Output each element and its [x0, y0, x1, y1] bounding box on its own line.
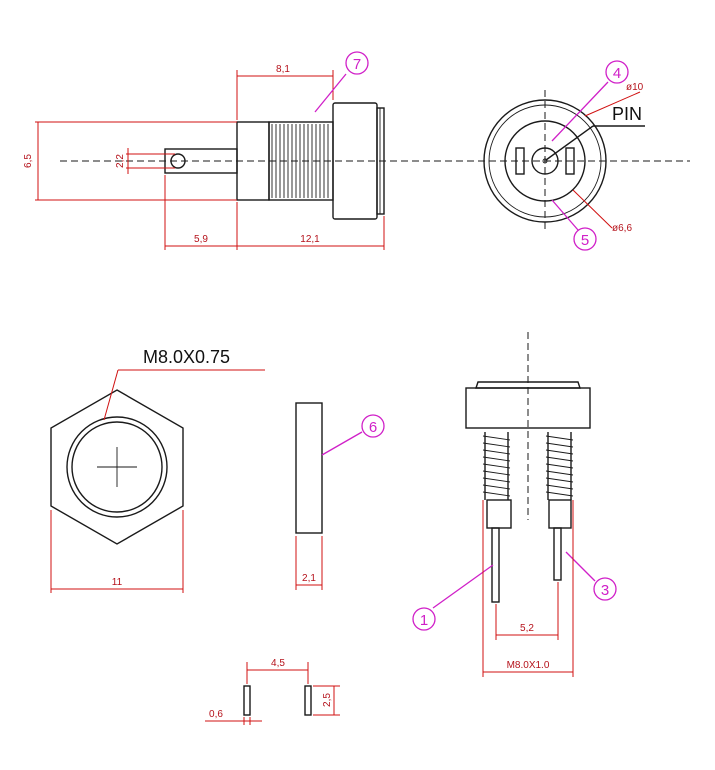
washer-view: 2,1 6 — [295, 402, 385, 590]
pin-label: PIN — [545, 104, 645, 161]
dim-phi66: ø6,6 — [572, 189, 632, 234]
front-view: PIN ø10 ø6,6 4 5 — [483, 60, 645, 251]
dim-8-1: 8,1 — [236, 64, 334, 120]
dim-4-5: 4,5 — [246, 658, 309, 684]
callout-6-text: 6 — [369, 419, 377, 436]
pin-hole — [170, 153, 186, 169]
dim-text-phi66: ø6,6 — [612, 223, 632, 234]
nut-thread-outer — [66, 416, 168, 518]
hex-nut-view: M8.0X0.75 11 — [50, 347, 265, 593]
spring-left — [482, 432, 511, 500]
threaded-body — [268, 121, 334, 201]
bottom-flange — [465, 387, 591, 429]
callout-3-text: 3 — [601, 582, 609, 599]
pin-label-text: PIN — [612, 104, 642, 124]
dim-6-5: 6,5 — [23, 121, 237, 201]
dim-2-1: 2,1 — [295, 536, 323, 590]
pin-left — [491, 527, 500, 603]
pad-left — [243, 685, 251, 716]
nut-thread-inner — [71, 421, 163, 513]
spring-right — [545, 432, 574, 500]
dim-text-4-5: 4,5 — [271, 658, 285, 669]
dim-text-5-9: 5,9 — [194, 234, 208, 245]
callout-7-text: 7 — [353, 56, 361, 73]
dim-12-1: 12,1 — [237, 216, 385, 250]
pcb-pads-view: 4,5 0,6 2,5 — [205, 658, 340, 725]
callout-3: 3 — [565, 551, 617, 601]
nut-thread-text: M8.0X0.75 — [143, 347, 230, 367]
pin-right — [553, 527, 562, 581]
bottom-view: 1 3 5,2 M8.0X1.0 — [412, 332, 617, 677]
callout-7: 7 — [314, 51, 369, 113]
dim-2-5: 2,5 — [313, 685, 340, 716]
dim-text-2-5: 2,5 — [322, 693, 333, 707]
dim-2-2: 2,2 — [115, 148, 175, 174]
nut-thread-label: M8.0X0.75 — [103, 347, 265, 421]
callout-4: 4 — [551, 60, 629, 142]
dim-11: 11 — [50, 510, 184, 593]
dim-phi10: ø10 — [584, 82, 644, 117]
dim-text-2-2: 2,2 — [115, 154, 126, 168]
dim-5-9: 5,9 — [164, 175, 238, 250]
dim-text-2-1: 2,1 — [302, 573, 316, 584]
washer-outline — [295, 402, 323, 534]
dim-0-6: 0,6 — [205, 709, 262, 725]
callout-5: 5 — [551, 199, 597, 251]
terminal-block-left — [486, 499, 512, 529]
dim-m8x1: M8.0X1.0 — [482, 500, 574, 677]
dim-text-11: 11 — [112, 577, 123, 588]
callout-1: 1 — [412, 564, 494, 631]
hex-nut-outline — [50, 389, 184, 545]
side-view: 8,1 6,5 2,2 5,9 12,1 7 — [23, 51, 690, 250]
callout-4-text: 4 — [613, 65, 621, 82]
callout-1-text: 1 — [420, 612, 428, 629]
dim-text-6-5: 6,5 — [23, 154, 34, 168]
dim-text-5-2: 5,2 — [520, 623, 534, 634]
flange-lip — [376, 107, 385, 215]
pad-right — [304, 685, 312, 716]
callout-6: 6 — [321, 414, 385, 456]
dim-text-0-6: 0,6 — [209, 709, 223, 720]
callout-5-text: 5 — [581, 232, 589, 249]
terminal-block-right — [548, 499, 572, 529]
dim-text-phi10: ø10 — [626, 82, 644, 93]
dim-text-8-1: 8,1 — [276, 64, 290, 75]
dim-text-12-1: 12,1 — [300, 234, 320, 245]
dim-text-m8x1: M8.0X1.0 — [507, 660, 550, 671]
front-slot-right — [565, 147, 575, 175]
thread-lines — [271, 124, 329, 198]
front-slot-left — [515, 147, 525, 175]
dim-5-2: 5,2 — [495, 582, 559, 640]
